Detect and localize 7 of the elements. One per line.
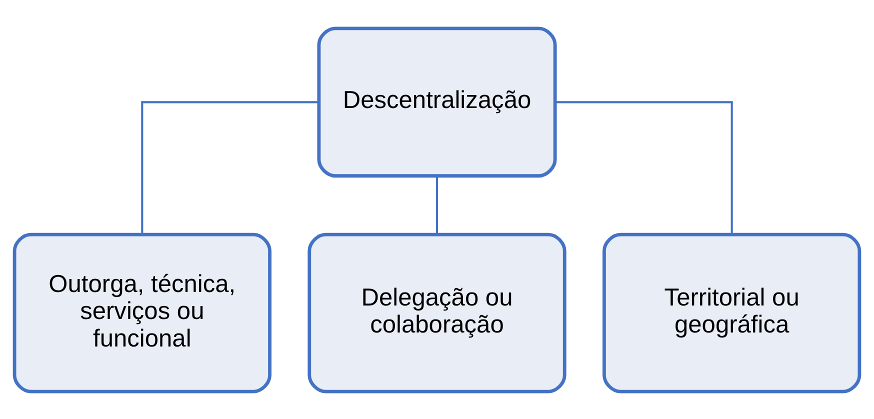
connector bbox=[141, 100, 319, 234]
connector bbox=[555, 100, 733, 234]
node-box: Outorga, técnica, serviços ou funcional bbox=[12, 232, 272, 393]
connector bbox=[436, 175, 438, 234]
node-box: Descentralização bbox=[317, 26, 557, 178]
node-box: Territorial ou geográfica bbox=[602, 232, 862, 393]
node-box: Delegação ou colaboração bbox=[308, 232, 566, 393]
